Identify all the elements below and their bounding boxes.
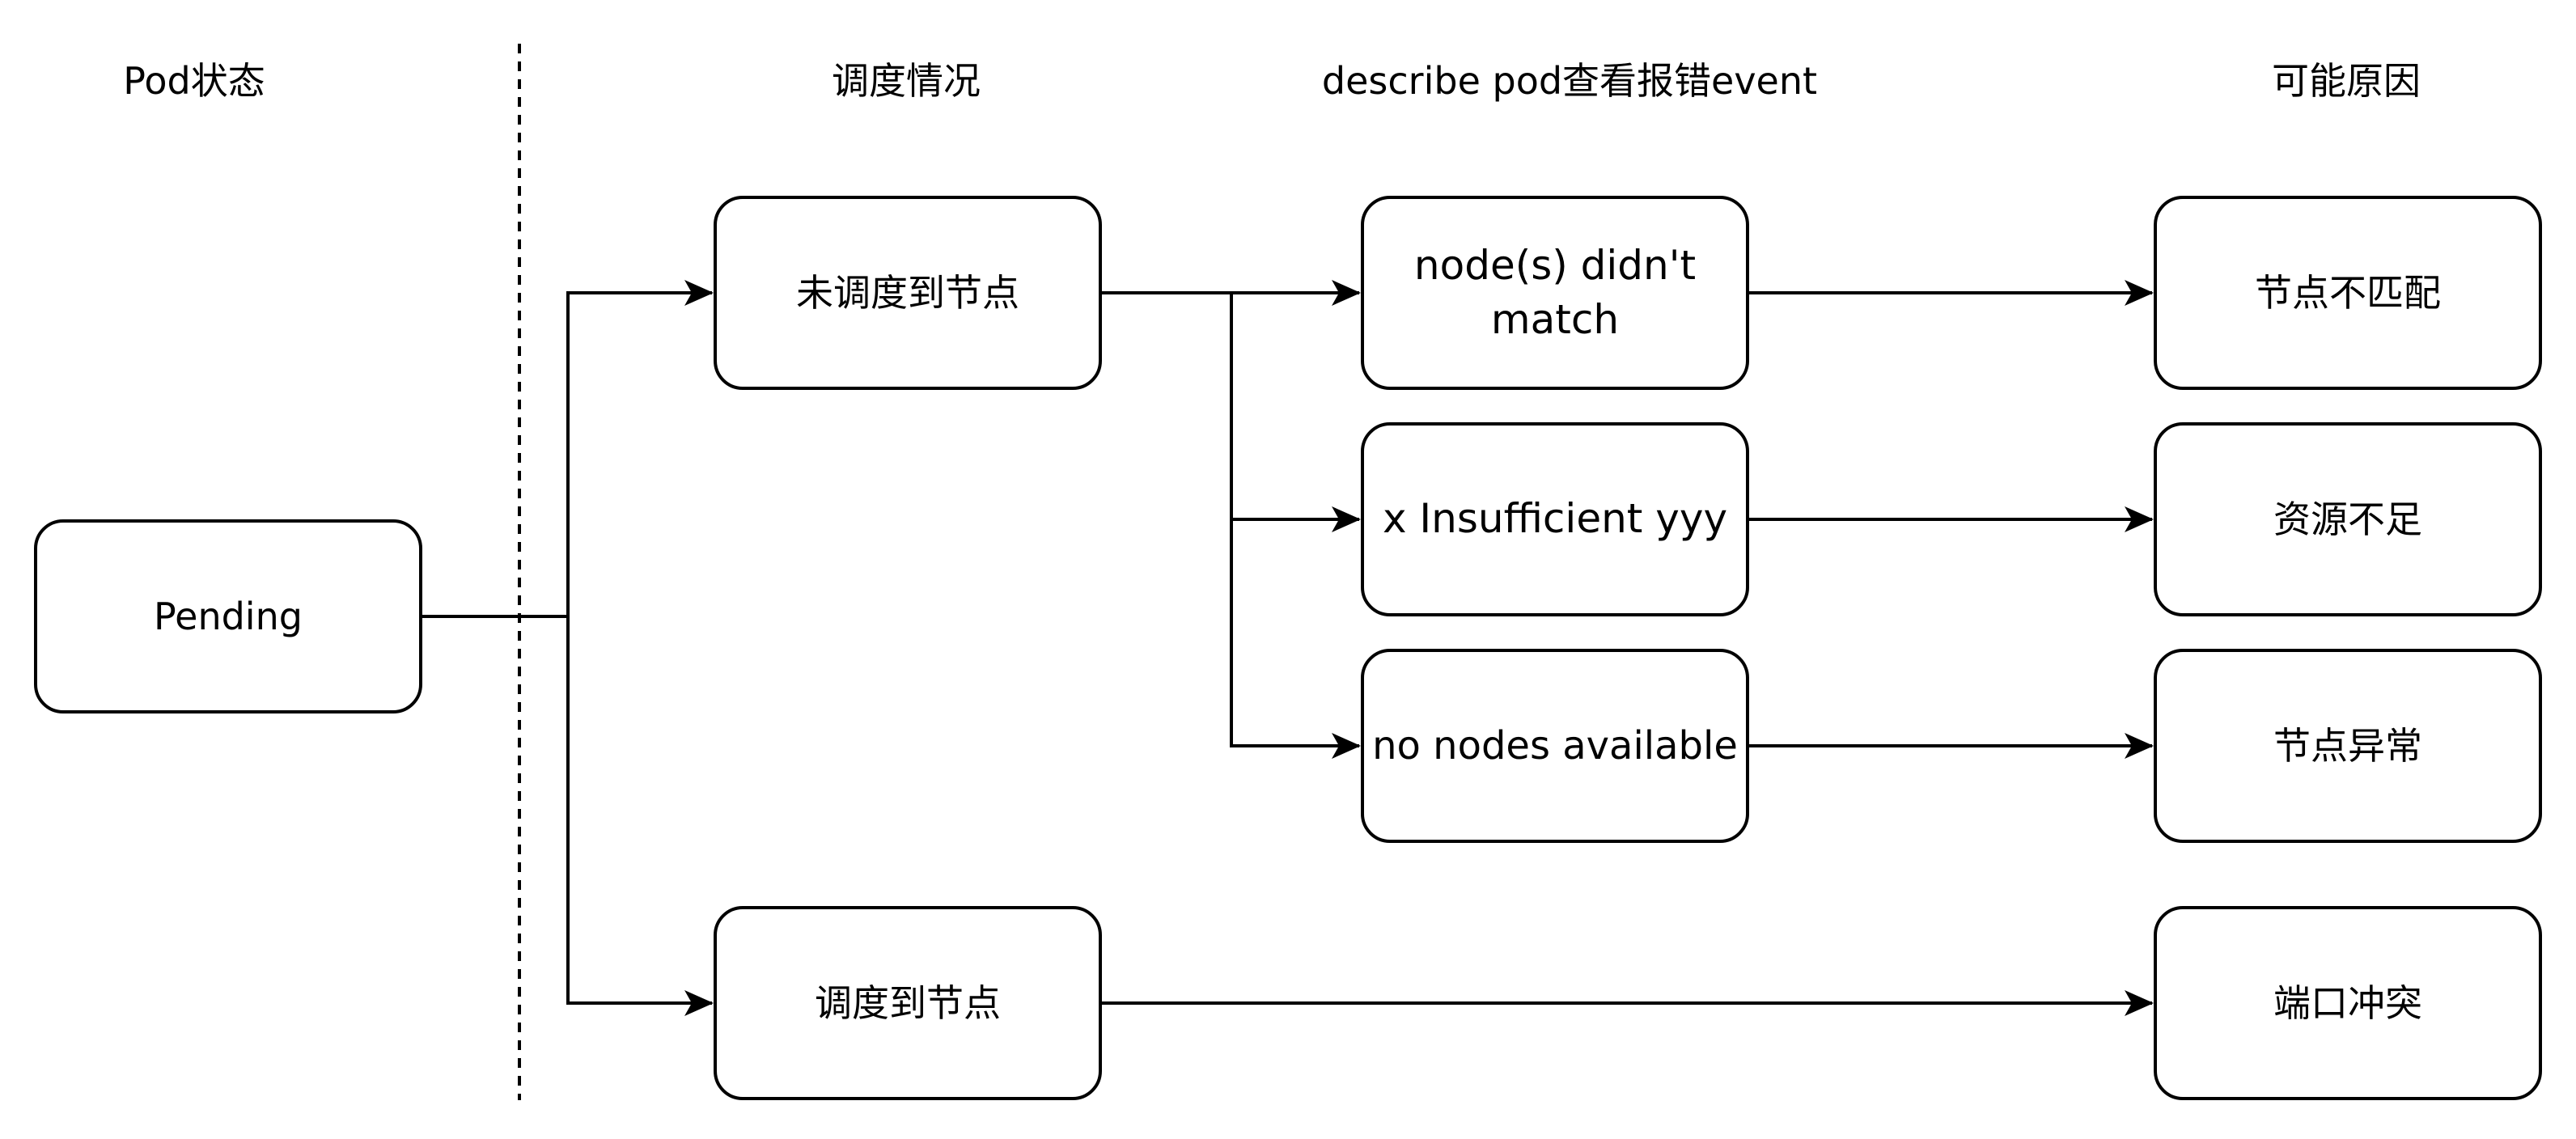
connector-not-scheduled-to-insufficient <box>1230 293 1361 532</box>
header-scheduling: 调度情况 <box>832 59 981 103</box>
node-cause-port-conflict: 端口冲突 <box>2154 906 2542 1100</box>
node-pending-label: Pending <box>154 594 303 638</box>
connector-not-scheduled-to-no-nodes <box>1230 519 1361 759</box>
node-cause-insufficient-resources-label: 资源不足 <box>2273 497 2422 541</box>
node-not-scheduled-label: 未调度到节点 <box>796 270 1019 315</box>
node-cause-insufficient-resources: 资源不足 <box>2154 422 2542 616</box>
node-scheduled: 调度到节点 <box>714 906 1102 1100</box>
header-possible-cause: 可能原因 <box>2272 59 2421 103</box>
node-event-no-nodes: no nodes available <box>1361 649 1749 843</box>
node-event-insufficient: x Insufficient yyy <box>1361 422 1749 616</box>
node-cause-node-abnormal-label: 节点异常 <box>2273 723 2422 768</box>
connector-pending-to-not-scheduled <box>422 280 714 618</box>
node-event-node-mismatch-label: node(s) didn't match <box>1413 241 1697 344</box>
connector-pending-to-scheduled <box>566 616 714 1016</box>
node-not-scheduled: 未调度到节点 <box>714 196 1102 390</box>
header-describe-event: describe pod查看报错event <box>1321 59 1818 103</box>
node-event-node-mismatch: node(s) didn't match <box>1361 196 1749 390</box>
node-event-no-nodes-label: no nodes available <box>1372 722 1738 769</box>
header-pod-status: Pod状态 <box>123 59 265 103</box>
node-cause-node-abnormal: 节点异常 <box>2154 649 2542 843</box>
node-cause-node-mismatch: 节点不匹配 <box>2154 196 2542 390</box>
node-cause-node-mismatch-label: 节点不匹配 <box>2255 270 2441 315</box>
node-pending: Pending <box>34 519 422 713</box>
node-cause-port-conflict-label: 端口冲突 <box>2273 980 2422 1025</box>
node-event-insufficient-label: x Insufficient yyy <box>1382 495 1728 543</box>
node-scheduled-label: 调度到节点 <box>815 980 1001 1025</box>
